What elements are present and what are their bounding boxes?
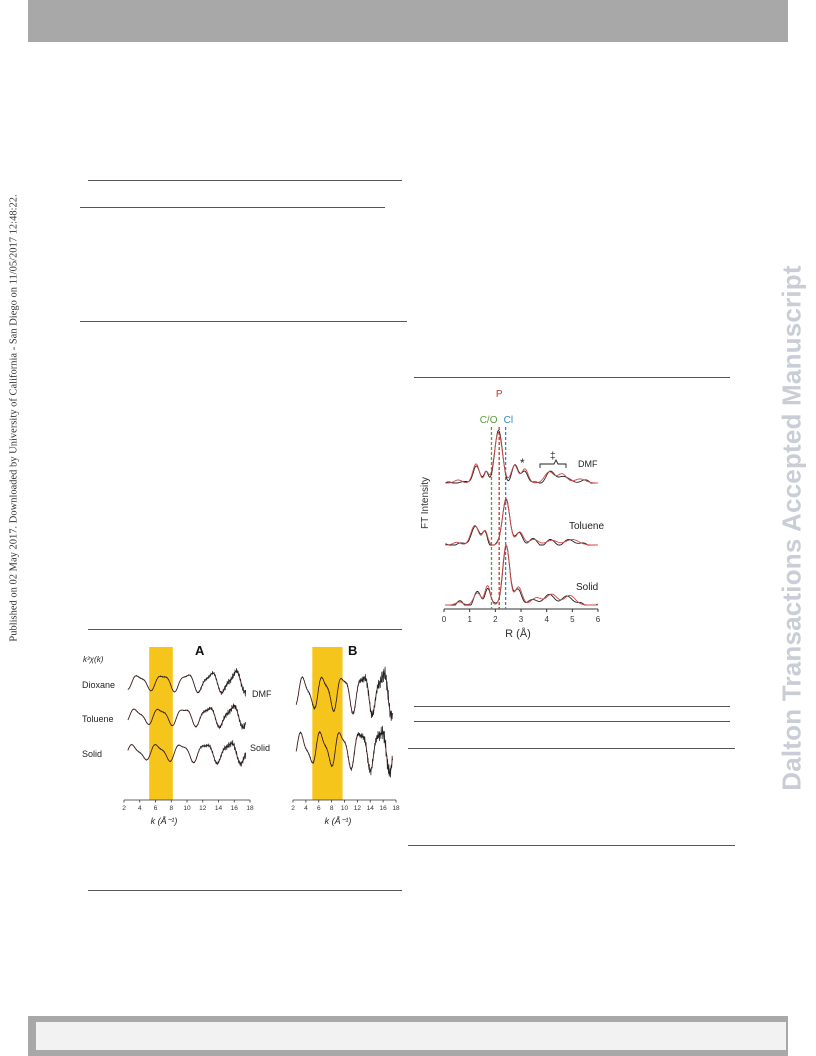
- ft-figure: 0 1 2 3 4 5 6 FT Intensity R (Å) C/O P Cl DMF To…: [420, 389, 604, 640]
- k-panel-a-x-tick-label: 10: [183, 805, 191, 812]
- ft-y-axis-label: FT Intensity: [420, 477, 431, 529]
- table-rule-bottom: [80, 321, 407, 322]
- ft-x-tick-label: 3: [519, 615, 524, 624]
- k-panel-a-x-tick-label: 12: [199, 805, 207, 812]
- ft-data-line-solid: [445, 544, 598, 606]
- ft-x-axis: 0 1 2 3 4 5 6: [442, 608, 601, 624]
- k-figure-rule-top: [88, 629, 402, 630]
- k-panel-a-x-tick-label: 18: [246, 805, 254, 812]
- k-panel-b-x-tick-label: 4: [304, 805, 308, 812]
- table2-rule-header: [414, 721, 730, 722]
- k-panel-a-trace-solid: Solid: [82, 749, 102, 759]
- k-panel-a-x-tick-label: 8: [169, 805, 173, 812]
- k-panel-b-x-tick-label: 6: [317, 805, 321, 812]
- k-panel-a-x-axis-label: k (Å⁻¹): [151, 816, 178, 826]
- page-header-bar: [28, 0, 788, 42]
- k-panel-a-x-tick-label: 2: [122, 805, 126, 812]
- ft-x-axis-label: R (Å): [505, 627, 531, 640]
- ft-trace-label-toluene: Toluene: [569, 521, 604, 532]
- k-panel-b-x-tick-label: 10: [341, 805, 349, 812]
- ft-x-tick-label: 4: [544, 615, 549, 624]
- k-panel-a-x-tick-label: 6: [154, 805, 158, 812]
- k-panel-b-highlight-region: [312, 647, 343, 800]
- k-panel-a-x-tick-label: 4: [138, 805, 142, 812]
- ft-marker-label-cl: Cl: [504, 415, 513, 426]
- ft-fit-line-solid: [445, 543, 598, 606]
- k-panel-a-trace-toluene: Toluene: [82, 714, 114, 724]
- table2-rule-bottom: [408, 845, 735, 846]
- ft-fit-line-dmf: [445, 431, 598, 484]
- ft-trace-label-solid: Solid: [576, 582, 598, 593]
- ft-fit-line-toluene: [445, 497, 598, 546]
- k-panel-b-label: B: [348, 643, 357, 658]
- table2-rule-sub: [408, 748, 735, 749]
- ft-x-tick-label: 0: [442, 615, 447, 624]
- k-panel-a-data-line-dioxane: [127, 668, 247, 697]
- k-panel-a-trace-dioxane: Dioxane: [82, 680, 115, 690]
- k-y-axis-label: k³χ(k): [83, 655, 104, 664]
- k-panel-a-x-tick-label: 14: [215, 805, 223, 812]
- k-figure-rule-bottom: [88, 890, 402, 891]
- ft-data-line-toluene: [445, 499, 598, 546]
- k-panel-b-trace-dmf: DMF: [252, 689, 272, 699]
- ft-annotation-bracket: [539, 458, 567, 468]
- k-panel-b-x-tick-label: 16: [380, 805, 388, 812]
- k-panel-b-trace-solid: Solid: [250, 743, 270, 753]
- k-panel-b-data-line-solid: [295, 725, 393, 778]
- ft-annotation-double-dagger: ‡: [550, 451, 556, 462]
- k-panel-a-x-tick-label: 16: [231, 805, 239, 812]
- ft-x-tick-label: 1: [467, 615, 472, 624]
- k-panel-a-highlight-region: [149, 647, 173, 800]
- k-panel-b-fit-line-dmf: [295, 673, 393, 717]
- k-panel-b-x-tick-label: 8: [330, 805, 334, 812]
- ft-trace-label-dmf: DMF: [578, 459, 598, 469]
- ft-annotation-star: *: [520, 456, 525, 470]
- k-panel-a-data-line-toluene: [127, 703, 247, 730]
- k-panel-a-fit-line-toluene: [127, 705, 247, 728]
- k-panel-a-data-line-solid: [127, 740, 247, 767]
- k-panel-b-data-line-dmf: [295, 666, 393, 721]
- ft-marker-label-p: P: [496, 389, 503, 400]
- ft-figure-rule-top: [414, 377, 730, 378]
- k-panel-b-x-tick-label: 2: [291, 805, 295, 812]
- k-panel-b-x-axis-label: k (Å⁻¹): [325, 816, 352, 826]
- ft-marker-label-co: C/O: [480, 415, 498, 426]
- k-panel-a-label: A: [195, 643, 205, 658]
- k-panel-b-x-tick-label: 14: [367, 805, 375, 812]
- ft-x-tick-label: 6: [596, 615, 601, 624]
- table-rule-top: [88, 180, 402, 181]
- ft-x-tick-label: 2: [493, 615, 498, 624]
- page-footer-panel: [36, 1022, 786, 1050]
- ft-x-tick-label: 5: [570, 615, 575, 624]
- k-panel-b-x-tick-label: 12: [354, 805, 362, 812]
- table2-rule-top: [414, 706, 730, 707]
- table-rule-header: [80, 207, 385, 208]
- k-panel-b-x-tick-label: 18: [392, 805, 400, 812]
